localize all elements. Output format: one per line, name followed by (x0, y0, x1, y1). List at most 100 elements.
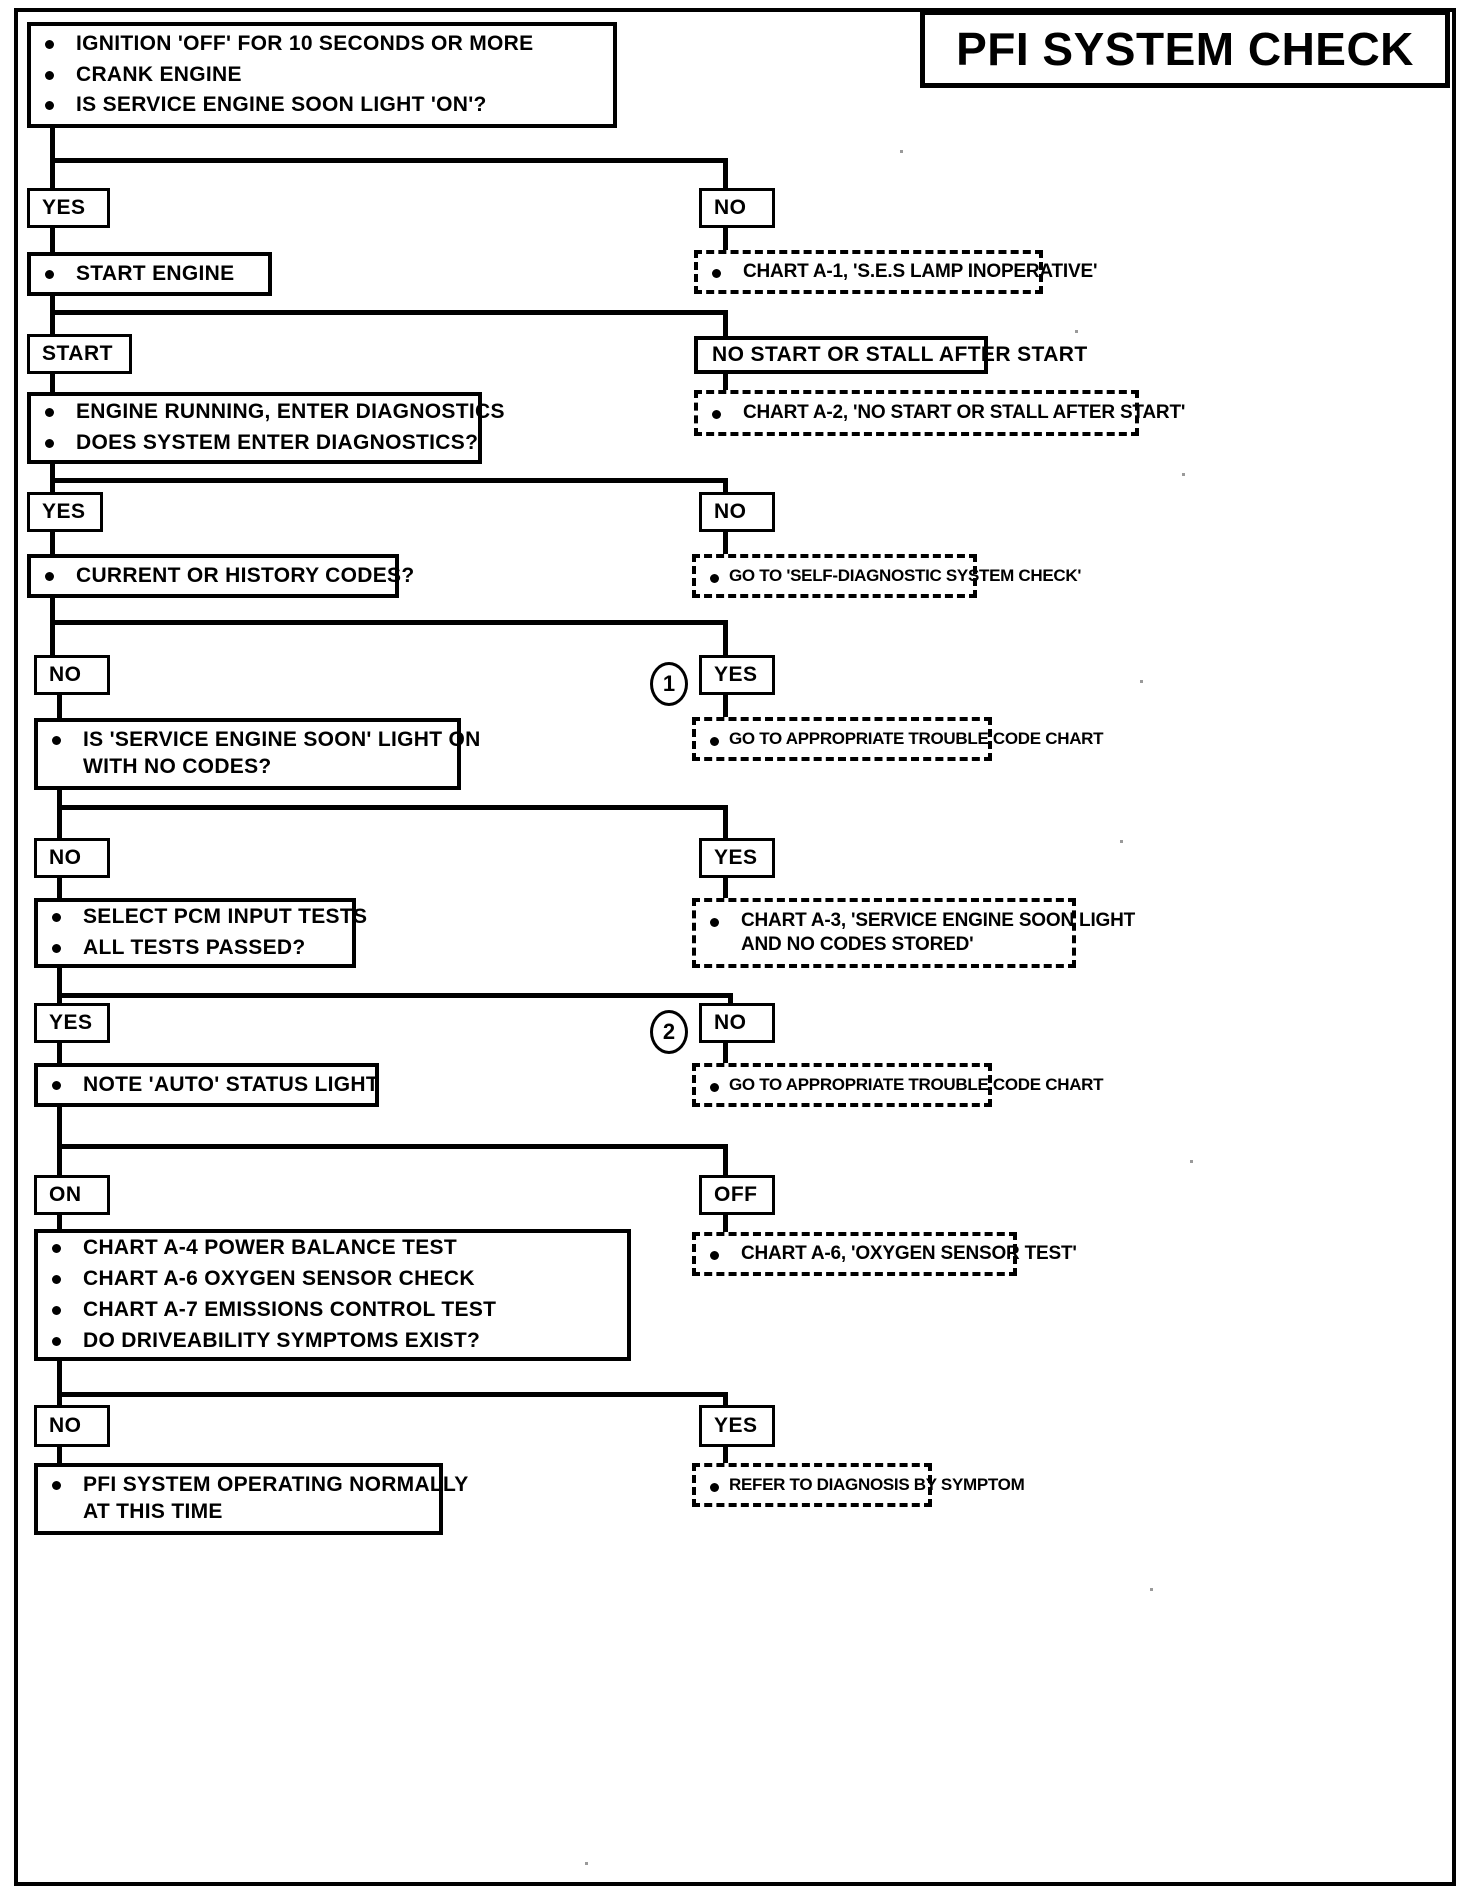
connector-line (723, 878, 728, 900)
connector-line (723, 1144, 728, 1178)
branch-label-yes-3: YES (699, 655, 775, 695)
connector-line (50, 158, 728, 163)
page-title: PFI SYSTEM CHECK (956, 23, 1414, 75)
branch-label-yes-5: YES (34, 1003, 110, 1043)
bullet-icon (45, 571, 54, 581)
list-item: DO DRIVEABILITY SYMPTOMS EXIST? (38, 1326, 627, 1357)
scan-noise (1182, 473, 1185, 476)
step-1-line-3: IS SERVICE ENGINE SOON LIGHT 'ON'? (76, 93, 487, 117)
bullet-icon (52, 1481, 61, 1491)
auto-status-light-box: NOTE 'AUTO' STATUS LIGHT (34, 1063, 379, 1107)
scan-noise (1140, 680, 1143, 683)
list-item: GO TO APPROPRIATE TROUBLE CODE CHART (696, 726, 1104, 752)
start-engine-box: START ENGINE (27, 252, 272, 296)
final-tests-line-4: DO DRIVEABILITY SYMPTOMS EXIST? (83, 1328, 481, 1352)
scan-noise (1150, 1588, 1153, 1591)
list-item: SELECT PCM INPUT TESTS (38, 902, 367, 933)
normal-operation-line-2: AT THIS TIME (83, 1500, 223, 1523)
start-label-box: START (27, 334, 132, 374)
list-item: CHART A-2, 'NO START OR STALL AFTER STAR… (698, 399, 1185, 427)
bullet-icon (45, 101, 54, 111)
refer-symptom-text: REFER TO DIAGNOSIS BY SYMPTOM (729, 1475, 1025, 1495)
list-item: CHART A-3, 'SERVICE ENGINE SOON LIGHT AN… (696, 907, 1135, 960)
ses-light-line-2: WITH NO CODES? (83, 755, 272, 778)
no-start-or-stall-box: NO START OR STALL AFTER START (694, 336, 1087, 374)
bullet-icon (52, 913, 61, 923)
trouble-code-chart-1-text: GO TO APPROPRIATE TROUBLE CODE CHART (729, 729, 1104, 749)
final-tests-line-1: CHART A-4 POWER BALANCE TEST (83, 1236, 457, 1260)
list-item: START ENGINE (31, 259, 268, 290)
connector-line (50, 532, 55, 554)
bullet-icon (712, 268, 721, 278)
bullet-icon (45, 70, 54, 80)
connector-line (723, 1447, 728, 1465)
trouble-code-chart-box-2: GO TO APPROPRIATE TROUBLE CODE CHART (692, 1063, 1104, 1107)
chart-a3-line-2: AND NO CODES STORED' (741, 934, 974, 955)
auto-status-text: NOTE 'AUTO' STATUS LIGHT (83, 1072, 380, 1096)
list-item: GO TO 'SELF-DIAGNOSTIC SYSTEM CHECK' (696, 563, 1081, 589)
connector-line (50, 228, 55, 254)
connector-line (57, 1215, 62, 1231)
connector-line (57, 1447, 62, 1465)
connector-line (723, 310, 728, 338)
chart-a2-reference-box: CHART A-2, 'NO START OR STALL AFTER STAR… (694, 390, 1185, 436)
list-item: REFER TO DIAGNOSIS BY SYMPTOM (696, 1472, 1025, 1498)
self-diagnostic-reference-box: GO TO 'SELF-DIAGNOSTIC SYSTEM CHECK' (692, 554, 1081, 598)
connector-line (50, 128, 55, 162)
scan-noise (900, 150, 903, 153)
normal-operation-line-1: PFI SYSTEM OPERATING NORMALLY (83, 1473, 469, 1497)
connector-line (723, 374, 728, 394)
connector-line (723, 1392, 728, 1410)
enter-diagnostics-line-1: ENGINE RUNNING, ENTER DIAGNOSTICS (76, 400, 505, 424)
branch-label-yes-7: YES (699, 1405, 775, 1447)
connector-line (57, 1107, 62, 1175)
list-item: ALL TESTS PASSED? (38, 933, 352, 964)
scan-noise (1190, 1160, 1193, 1163)
list-item: CHART A-6, 'OXYGEN SENSOR TEST' (696, 1240, 1077, 1268)
trouble-code-chart-box-1: GO TO APPROPRIATE TROUBLE CODE CHART (692, 717, 1104, 761)
ses-light-question-box: IS 'SERVICE ENGINE SOON' LIGHT ON WITH N… (34, 718, 480, 790)
branch-label-no-4: NO (34, 838, 110, 878)
list-item: CRANK ENGINE (31, 60, 613, 91)
bullet-icon (52, 1306, 61, 1315)
page-border (14, 8, 1456, 1886)
bullet-icon (710, 1250, 719, 1260)
connector-marker-1: 1 (650, 662, 688, 706)
scan-noise (1120, 840, 1123, 843)
list-item: CHART A-6 OXYGEN SENSOR CHECK (38, 1264, 627, 1295)
connector-line (723, 158, 728, 190)
bullet-icon (710, 917, 719, 927)
connector-line (57, 790, 62, 850)
bullet-icon (52, 1080, 61, 1090)
final-tests-line-2: CHART A-6 OXYGEN SENSOR CHECK (83, 1267, 475, 1291)
bullet-icon (710, 737, 719, 747)
codes-question-text: CURRENT OR HISTORY CODES? (76, 563, 415, 587)
enter-diagnostics-box: ENGINE RUNNING, ENTER DIAGNOSTICS DOES S… (27, 392, 504, 464)
bullet-icon (710, 1083, 719, 1093)
connector-line (57, 878, 62, 900)
connector-line (50, 478, 728, 483)
chart-a3-line-1: CHART A-3, 'SERVICE ENGINE SOON LIGHT (741, 909, 1136, 931)
bullet-icon (52, 1244, 61, 1254)
connector-line (57, 1043, 62, 1065)
branch-label-yes-2: YES (27, 492, 103, 532)
bullet-icon (45, 269, 54, 279)
connector-line (50, 374, 55, 394)
branch-label-no-2: NO (699, 492, 775, 532)
refer-symptom-reference-box: REFER TO DIAGNOSIS BY SYMPTOM (692, 1463, 1025, 1507)
connector-line (723, 695, 728, 717)
bullet-icon (45, 439, 54, 448)
bullet-icon (52, 944, 61, 953)
chart-a1-reference-box: CHART A-1, 'S.E.S LAMP INOPERATIVE' (694, 250, 1097, 294)
branch-label-off: OFF (699, 1175, 775, 1215)
chart-a1-text: CHART A-1, 'S.E.S LAMP INOPERATIVE' (743, 260, 1098, 282)
connector-line (723, 1215, 728, 1237)
bullet-icon (710, 574, 719, 584)
connector-line (57, 968, 62, 1008)
normal-operation-box: PFI SYSTEM OPERATING NORMALLY AT THIS TI… (34, 1463, 468, 1535)
bullet-icon (52, 1336, 61, 1346)
branch-label-no-7: NO (34, 1405, 110, 1447)
connector-line (50, 310, 728, 315)
connector-line (50, 158, 55, 190)
